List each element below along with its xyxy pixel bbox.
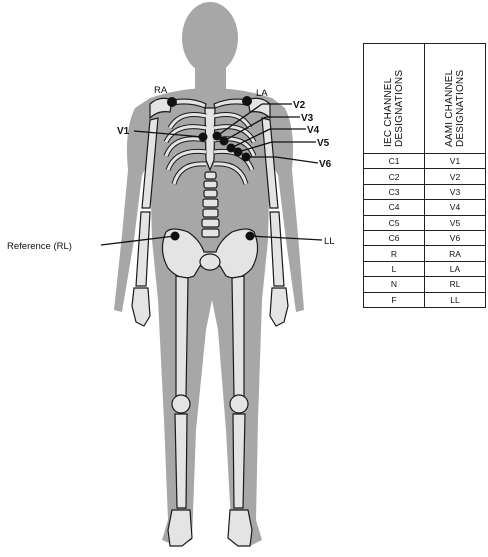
left-femur [232,276,244,396]
iec-cell: C1 [364,154,425,169]
sacrum [200,254,220,270]
table-row: LLA [364,261,486,276]
table-row: RRA [364,246,486,261]
table-row: C3V3 [364,184,486,199]
aami-cell: RA [425,246,486,261]
iec-cell: C6 [364,230,425,245]
left-knee [230,395,248,413]
right-tibia [175,414,187,508]
right-knee [172,395,190,413]
iec-header: IEC CHANNEL DESIGNATIONS [383,44,405,151]
iec-header-cell: IEC CHANNEL DESIGNATIONS [364,44,425,154]
channel-designations-table: IEC CHANNEL DESIGNATIONS AAMI CHANNEL DE… [363,43,486,308]
table-row: FLL [364,292,486,307]
right-foot [168,510,192,546]
left-hand [270,288,288,326]
aami-cell: V2 [425,169,486,184]
label-ll: LL [324,236,335,247]
aami-cell: V1 [425,154,486,169]
aami-header: AAMI CHANNEL DESIGNATIONS [444,44,466,151]
table-row: C1V1 [364,154,486,169]
spine [202,172,219,237]
aami-header-cell: AAMI CHANNEL DESIGNATIONS [425,44,486,154]
label-v4: V4 [307,125,320,136]
label-reference-rl: Reference (RL) [7,241,72,252]
electrode-la [242,96,252,106]
table-row: C2V2 [364,169,486,184]
aami-cell: V5 [425,215,486,230]
iec-cell: C3 [364,184,425,199]
right-forearm [136,212,150,286]
aami-cell: V4 [425,200,486,215]
electrode-ra [167,97,177,107]
left-tibia [233,414,245,508]
aami-cell: V3 [425,184,486,199]
label-la: LA [256,88,268,99]
table-row: NRL [364,277,486,292]
iec-cell: C2 [364,169,425,184]
table-row: C6V6 [364,230,486,245]
table-row: C4V4 [364,200,486,215]
label-v2: V2 [293,100,306,111]
label-v1: V1 [117,126,130,137]
iec-cell: L [364,261,425,276]
label-ra: RA [154,85,168,96]
iec-cell: F [364,292,425,307]
label-v3: V3 [301,113,314,124]
aami-cell: LL [425,292,486,307]
aami-cell: V6 [425,230,486,245]
label-v5: V5 [317,138,330,149]
table-row: C5V5 [364,215,486,230]
right-hand [132,288,150,326]
iec-cell: R [364,246,425,261]
iec-cell: N [364,277,425,292]
aami-cell: RL [425,277,486,292]
label-v6: V6 [319,159,332,170]
left-foot [228,510,252,546]
table-header-row: IEC CHANNEL DESIGNATIONS AAMI CHANNEL DE… [364,44,486,154]
aami-cell: LA [425,261,486,276]
right-femur [176,276,188,396]
iec-cell: C5 [364,215,425,230]
left-forearm [270,212,284,286]
iec-cell: C4 [364,200,425,215]
